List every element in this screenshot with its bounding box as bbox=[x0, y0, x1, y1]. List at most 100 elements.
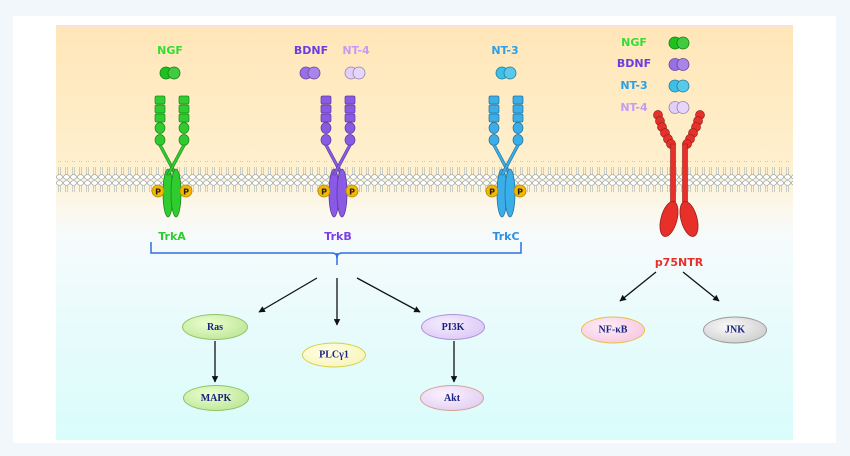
node-jnk: JNK bbox=[703, 316, 767, 344]
legend-label-nt3: NT-3 bbox=[620, 79, 648, 92]
node-mapk: MAPK bbox=[183, 385, 249, 411]
legend-label-nt4: NT-4 bbox=[620, 101, 648, 114]
ig-domain bbox=[488, 104, 500, 114]
cys-domain bbox=[512, 134, 524, 146]
cys-domain bbox=[154, 134, 166, 146]
ligand-dimer-nt3 bbox=[495, 66, 517, 80]
phospho-badge: P bbox=[345, 184, 359, 198]
arrow-p75-jnk bbox=[682, 271, 720, 302]
node-plcg1: PLCγ1 bbox=[302, 342, 366, 368]
ig-domain bbox=[178, 104, 190, 114]
ig-domain bbox=[154, 95, 166, 105]
ligand-label-nt4: NT-4 bbox=[342, 44, 370, 57]
phospho-circle bbox=[317, 184, 331, 198]
node-akt: Akt bbox=[420, 385, 484, 411]
transmembrane-stalk bbox=[670, 143, 676, 203]
ig-domain bbox=[320, 95, 332, 105]
phospho-label: P bbox=[349, 188, 355, 197]
ligand-ball bbox=[676, 36, 690, 50]
cys-domain bbox=[320, 134, 332, 146]
receptor-label-trka: TrkA bbox=[158, 230, 186, 243]
legend-label-ngf: NGF bbox=[621, 36, 647, 49]
phospho-label: P bbox=[489, 188, 495, 197]
arrow-p75-nfkb bbox=[619, 271, 657, 302]
ig-domain bbox=[488, 95, 500, 105]
legend-dimer-ngf bbox=[668, 36, 690, 50]
ig-domain bbox=[154, 113, 166, 123]
ligand-dimer-ngf bbox=[159, 66, 181, 80]
death-domain bbox=[659, 201, 679, 237]
phospho-label: P bbox=[321, 188, 327, 197]
ig-domain bbox=[320, 113, 332, 123]
receptor-label-trkb: TrkB bbox=[324, 230, 352, 243]
cys-domain bbox=[488, 122, 500, 134]
kinase-domain bbox=[170, 168, 182, 218]
node-pi3k: PI3K bbox=[421, 314, 485, 340]
phospho-badge: P bbox=[513, 184, 527, 198]
ig-domain bbox=[344, 95, 356, 105]
ig-domain bbox=[512, 95, 524, 105]
kinase-domain bbox=[504, 168, 516, 218]
phospho-circle bbox=[151, 184, 165, 198]
phospho-circle bbox=[345, 184, 359, 198]
ig-domain bbox=[344, 113, 356, 123]
death-domain bbox=[679, 201, 699, 237]
ligand-ball bbox=[307, 66, 321, 80]
stalk bbox=[166, 144, 186, 176]
ig-domain bbox=[320, 104, 332, 114]
legend-dimer-nt3 bbox=[668, 79, 690, 93]
phospho-badge: P bbox=[151, 184, 165, 198]
phospho-circle bbox=[485, 184, 499, 198]
ligand-ball bbox=[503, 66, 517, 80]
phospho-badge: P bbox=[485, 184, 499, 198]
cys-domain bbox=[154, 122, 166, 134]
arrow-trk-pi3k bbox=[356, 277, 421, 313]
ig-domain bbox=[178, 113, 190, 123]
ig-domain bbox=[154, 104, 166, 114]
cys-domain bbox=[178, 122, 190, 134]
cys-domain bbox=[344, 122, 356, 134]
ligand-ball bbox=[167, 66, 181, 80]
cys-domain bbox=[344, 134, 356, 146]
cys-domain bbox=[320, 122, 332, 134]
ligand-label-ngf: NGF bbox=[157, 44, 183, 57]
legend-label-bdnf: BDNF bbox=[616, 57, 652, 70]
legend-dimer-bdnf bbox=[668, 58, 690, 71]
phospho-label: P bbox=[155, 188, 161, 197]
receptor-label-trkc: TrkC bbox=[492, 230, 520, 243]
receptor-label-p75ntr: p75NTR bbox=[654, 256, 704, 269]
ligand-dimer-bdnf bbox=[299, 66, 321, 80]
arrow-trk-ras bbox=[258, 277, 318, 313]
phospho-circle bbox=[513, 184, 527, 198]
node-nfkb: NF-κB bbox=[581, 316, 645, 344]
stalk bbox=[332, 144, 352, 176]
ig-domain bbox=[488, 113, 500, 123]
stalk bbox=[500, 144, 520, 176]
cys-domain bbox=[512, 122, 524, 134]
ligand-ball bbox=[352, 66, 366, 80]
phospho-label: P bbox=[517, 188, 523, 197]
transmembrane-stalk bbox=[682, 143, 688, 203]
ig-domain bbox=[178, 95, 190, 105]
ig-domain bbox=[512, 113, 524, 123]
phospho-circle bbox=[179, 184, 193, 198]
cys-domain bbox=[488, 134, 500, 146]
phospho-label: P bbox=[183, 188, 189, 197]
kinase-domain bbox=[336, 168, 348, 218]
trk-bracket bbox=[150, 242, 522, 259]
cys-domain bbox=[178, 134, 190, 146]
ig-domain bbox=[512, 104, 524, 114]
ig-domain bbox=[344, 104, 356, 114]
phospho-badge: P bbox=[317, 184, 331, 198]
ligand-ball bbox=[676, 58, 690, 71]
phospho-badge: P bbox=[179, 184, 193, 198]
ligand-label-nt3: NT-3 bbox=[491, 44, 519, 57]
receptor-p75ntr bbox=[653, 110, 705, 237]
ligand-label-bdnf: BDNF bbox=[293, 44, 329, 57]
ligand-ball bbox=[676, 101, 690, 114]
legend-dimer-nt4 bbox=[668, 101, 690, 114]
node-ras: Ras bbox=[182, 314, 248, 340]
